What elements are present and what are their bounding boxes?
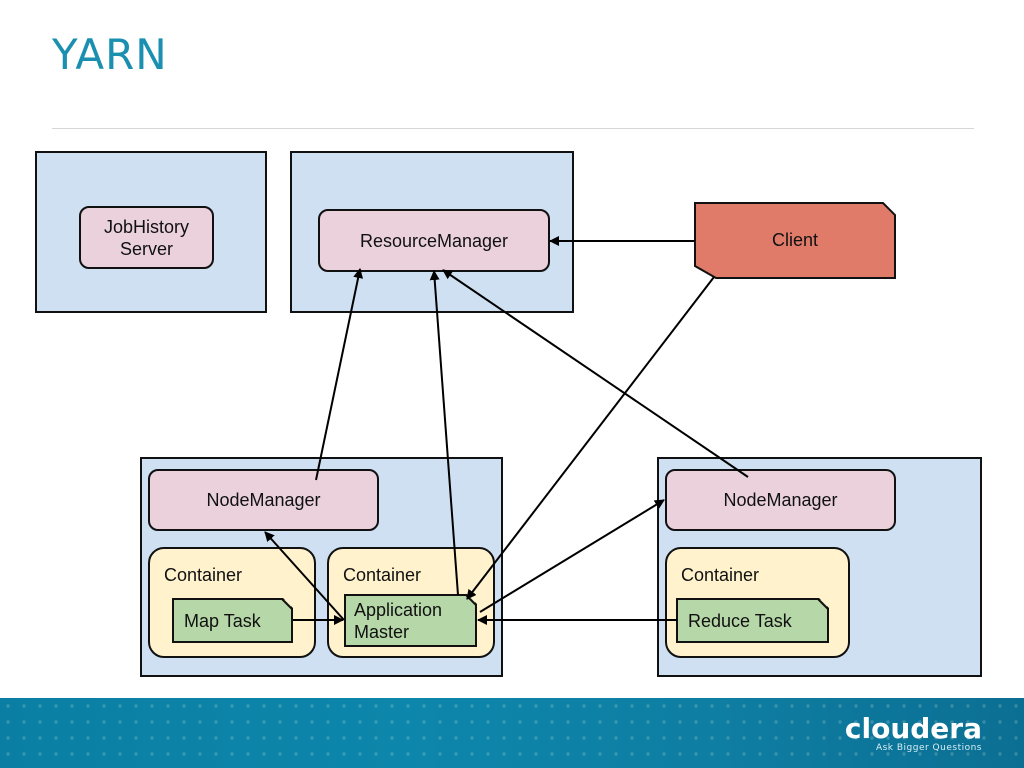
jobhistory-server: JobHistory Server	[79, 206, 214, 269]
edge-appmaster-to-nodemanager-left	[264, 531, 345, 621]
application-master-line1: Application	[354, 599, 443, 620]
map-task-label: Map Task	[184, 610, 261, 631]
nodemanager-right: NodeManager	[665, 469, 896, 531]
reduce-task: Reduce Task	[676, 598, 829, 643]
nodemanager-left-label: NodeManager	[206, 490, 321, 510]
cloudera-tagline: Ask Bigger Questions	[875, 743, 982, 753]
footer-banner	[0, 698, 1024, 768]
edge-appmaster-to-resourcemanager	[429, 270, 459, 596]
application-master-outline	[344, 594, 477, 647]
edge-nodemanager-left-to-resourcemanager	[315, 268, 364, 481]
reduce-task-label: Reduce Task	[688, 610, 792, 631]
jobhistory-label-line2: Server	[119, 238, 173, 259]
reduce-task-outline	[676, 598, 829, 643]
edge-nodemanager-right-to-resourcemanager	[442, 269, 749, 478]
client-shape	[694, 202, 896, 279]
nodemanager-right-label: NodeManager	[723, 490, 838, 510]
client: Client	[694, 202, 896, 279]
jobhistory-label-line1: JobHistory	[103, 216, 190, 237]
map-task-outline	[172, 598, 293, 643]
container-reduce-label: Container	[681, 565, 760, 585]
resourcemanager-label: ResourceManager	[359, 230, 509, 251]
footer-pattern	[0, 698, 1024, 768]
edge-appmaster-to-nodemanager-right	[479, 499, 665, 613]
cloudera-logo: cloudera	[844, 712, 982, 745]
resourcemanager: ResourceManager	[318, 209, 550, 272]
container-map-label: Container	[164, 565, 243, 585]
slide-title: YARN	[52, 30, 168, 79]
container-appmaster-label: Container	[343, 565, 422, 585]
nodemanager-left: NodeManager	[148, 469, 379, 531]
client-label: Client	[771, 230, 819, 250]
application-master-label: Application Master	[354, 599, 442, 643]
title-divider	[52, 128, 974, 129]
edge-client-to-appmaster	[466, 276, 715, 600]
application-master-line2: Master	[354, 621, 410, 642]
